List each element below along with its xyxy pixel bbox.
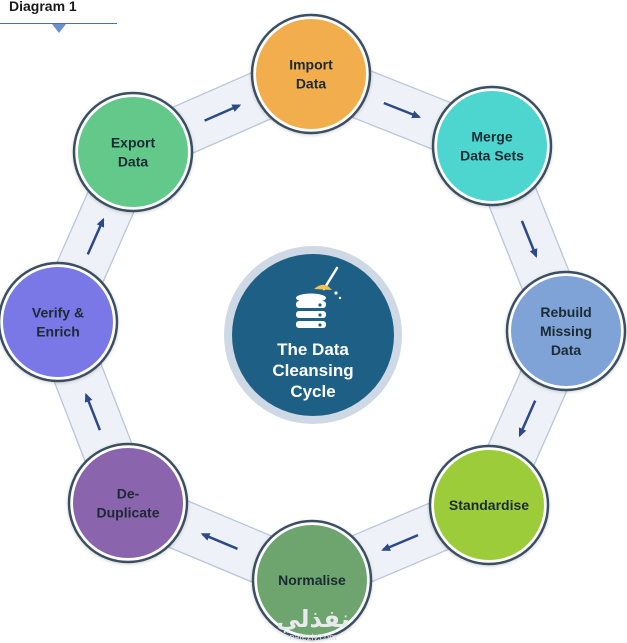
step-label: Data	[296, 76, 327, 92]
step-circle-fill	[78, 97, 188, 207]
step-label: Data	[551, 342, 582, 358]
flow-arrow-icon	[86, 217, 105, 255]
watermark-url: nafezly.com	[289, 632, 336, 642]
center-hub-disc	[232, 254, 394, 416]
flow-arrow-icon	[518, 400, 537, 438]
header-pointer-icon	[52, 24, 66, 33]
header-underline	[0, 23, 117, 24]
step-label: Import	[289, 57, 333, 73]
step-circle-fill	[256, 19, 366, 129]
diagram-title: Diagram 1	[9, 0, 77, 14]
step-label: De-	[117, 486, 140, 502]
step-label: Enrich	[36, 324, 80, 340]
flow-arrow-icon	[84, 392, 102, 431]
step-circle-fill	[511, 276, 621, 386]
step-standardise: Standardise	[428, 444, 550, 566]
flow-arrow-icon	[204, 104, 242, 122]
center-title-line-3: Cycle	[290, 382, 335, 401]
step-label: Data	[118, 154, 149, 170]
watermark-arabic: نفذلي	[276, 605, 349, 633]
step-label: Verify &	[32, 305, 84, 321]
arrows	[84, 101, 538, 552]
step-label: Missing	[540, 323, 592, 339]
center-title-line-2: Cleansing	[272, 361, 353, 380]
flow-arrow-icon	[200, 533, 238, 550]
step-label: Rebuild	[540, 304, 591, 320]
step-circle-fill	[3, 267, 113, 377]
step-circle-fill	[434, 450, 544, 560]
flow-arrow-icon	[381, 533, 419, 552]
flow-arrow-icon	[383, 101, 422, 119]
step-label: Duplicate	[96, 505, 159, 521]
step-circle-fill	[437, 91, 547, 201]
diagram-header: Diagram 1	[0, 0, 117, 33]
step-circle-fill	[73, 448, 183, 558]
database-broom-icon	[296, 266, 342, 328]
step-normalise: Normalise	[251, 519, 373, 641]
step-label: Merge	[471, 129, 512, 145]
step-label: Export	[111, 135, 156, 151]
step-label: Normalise	[278, 572, 346, 588]
step-label: Standardise	[449, 497, 529, 513]
step-verify-enrich: Verify & Enrich	[0, 261, 119, 383]
step-label: Data Sets	[460, 148, 524, 164]
step-circle-fill	[257, 525, 367, 635]
watermark: نفذلي nafezly.com	[276, 605, 349, 642]
center-title-line-1: The Data	[277, 340, 349, 359]
center-hub: The Data Cleansing Cycle	[224, 246, 402, 424]
step-de-duplicate: De- Duplicate	[67, 442, 189, 564]
flow-arrow-icon	[520, 220, 538, 258]
